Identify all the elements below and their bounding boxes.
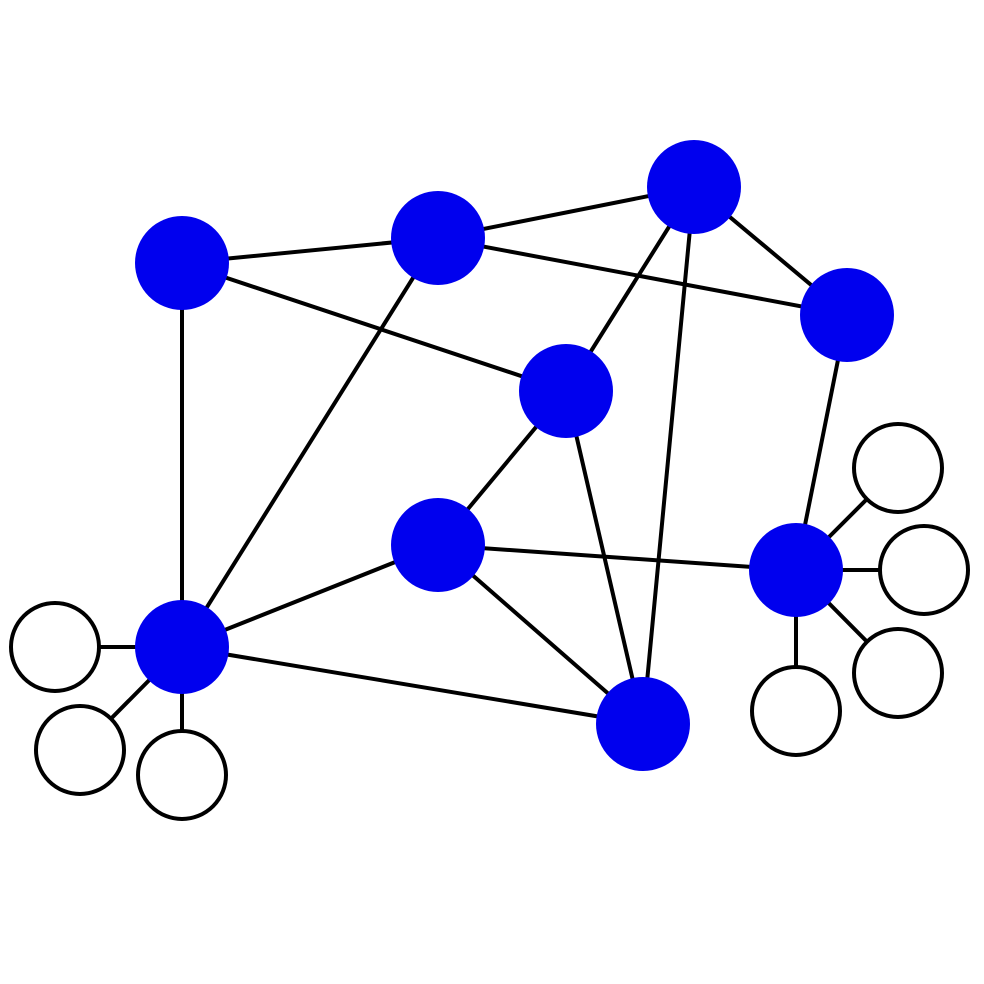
filled-node-n8 [749,523,843,617]
filled-node-n9 [596,677,690,771]
nodes-layer [9,140,970,821]
edge-n1-n5 [180,261,568,393]
hollow-node-h4 [852,422,944,514]
filled-node-n3 [647,140,741,234]
edge-n6-n8 [436,543,798,572]
filled-node-n4 [800,268,894,362]
edge-n2-n4 [436,236,849,317]
filled-node-n7 [135,600,229,694]
edge-n7-n9 [180,645,645,726]
hollow-node-h1 [9,601,101,693]
hollow-node-h7 [750,665,842,757]
filled-node-n5 [519,344,613,438]
edge-n2-n7 [180,236,440,649]
edge-n3-n9 [641,185,696,726]
hollow-node-h3 [136,729,228,821]
filled-node-n6 [391,498,485,592]
hollow-node-h2 [34,704,126,796]
hollow-node-h5 [878,524,970,616]
hollow-node-h6 [852,627,944,719]
filled-node-n1 [135,216,229,310]
filled-node-n2 [391,191,485,285]
